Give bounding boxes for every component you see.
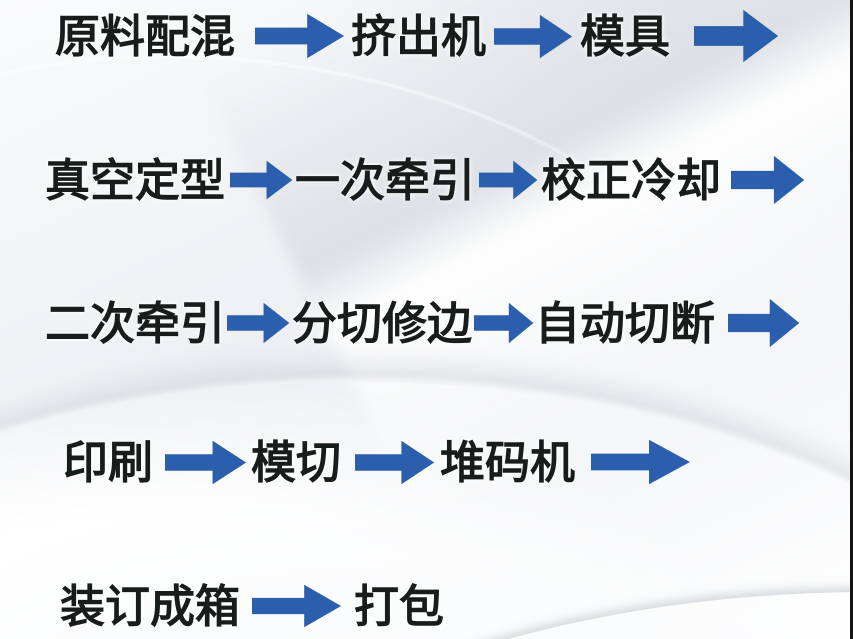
arrow-right-icon: [474, 302, 534, 344]
flow-row: 原料配混 挤出机 模具: [55, 9, 779, 63]
flow-row: 二次牵引 分切修边 自动切断: [45, 297, 800, 349]
flow-row: 装订成箱 打包: [60, 580, 444, 632]
arrow-right-icon: [494, 14, 573, 59]
step-label: 原料配混: [55, 9, 236, 63]
arrow-right-icon: [479, 160, 538, 200]
step-label: 模具: [580, 9, 671, 63]
arrow-right-icon: [252, 584, 342, 628]
arrow-right-icon: [728, 298, 800, 348]
step-label: 二次牵引: [45, 296, 226, 350]
arrow-right-icon: [694, 9, 779, 63]
step-label: 装订成箱: [60, 579, 241, 633]
arrow-right-icon: [230, 160, 293, 200]
step-label: 真空定型: [45, 153, 226, 207]
step-label: 校正冷却: [541, 153, 722, 207]
arrow-right-icon: [355, 440, 435, 485]
step-label: 自动切断: [535, 296, 716, 350]
step-label: 一次牵引: [295, 153, 476, 207]
step-label: 堆码机: [440, 435, 576, 489]
step-label: 打包: [354, 579, 445, 633]
flow-row: 真空定型 一次牵引 校正冷却: [45, 154, 805, 206]
flow-row: 印刷 模切 堆码机: [63, 436, 691, 488]
arrow-right-icon: [731, 155, 805, 205]
arrow-right-icon: [227, 302, 290, 344]
step-label: 印刷: [63, 435, 154, 489]
arrow-right-icon: [165, 440, 247, 485]
arrow-right-icon: [255, 13, 345, 59]
step-label: 挤出机: [351, 9, 487, 63]
step-label: 模切: [251, 435, 342, 489]
arrow-right-icon: [591, 439, 691, 485]
right-edge-line: [850, 0, 853, 639]
step-label: 分切修边: [292, 296, 473, 350]
